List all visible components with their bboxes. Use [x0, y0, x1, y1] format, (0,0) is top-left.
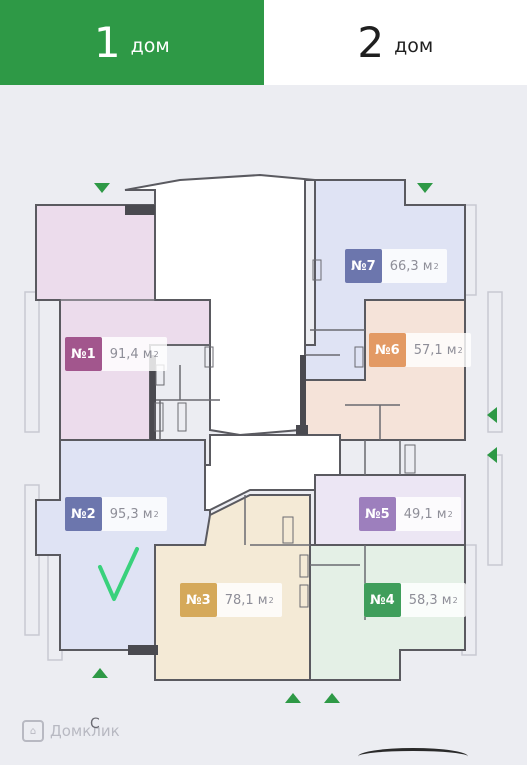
unit-number: №7 — [345, 249, 382, 283]
unit-number: №1 — [65, 337, 102, 371]
tab-building-1[interactable]: 1 дом — [0, 0, 264, 85]
building-tabs: 1 дом 2 дом — [0, 0, 527, 85]
balcony-frame — [25, 292, 39, 432]
unit-number: №3 — [180, 583, 217, 617]
tab-number: 2 — [357, 18, 384, 67]
entrance-arrow-icon — [487, 407, 497, 423]
entrance-arrow-icon — [417, 183, 433, 193]
floor-plan-drawing — [0, 85, 527, 758]
entrance-arrow-icon — [92, 668, 108, 678]
entrance-arrow-icon — [285, 693, 301, 703]
entrance-arrow-icon — [487, 447, 497, 463]
entrance-arrow-icon — [94, 183, 110, 193]
tab-label: дом — [394, 35, 433, 57]
unit-number: №4 — [364, 583, 401, 617]
domclick-logo-icon: ⌂ — [22, 720, 44, 742]
unit-number: №5 — [359, 497, 396, 531]
entrance-arrow-icon — [324, 693, 340, 703]
tab-label: дом — [131, 35, 170, 57]
bottom-divider — [358, 748, 468, 765]
watermark-text: Домклик — [50, 722, 120, 740]
unit-number: №2 — [65, 497, 102, 531]
tab-number: 1 — [94, 18, 121, 67]
domclick-watermark: ⌂ Домклик — [22, 720, 120, 742]
compass-north-label: С — [90, 716, 100, 732]
balcony-frame — [488, 455, 502, 565]
unit-number: №6 — [369, 333, 406, 367]
tab-building-2[interactable]: 2 дом — [264, 0, 527, 85]
